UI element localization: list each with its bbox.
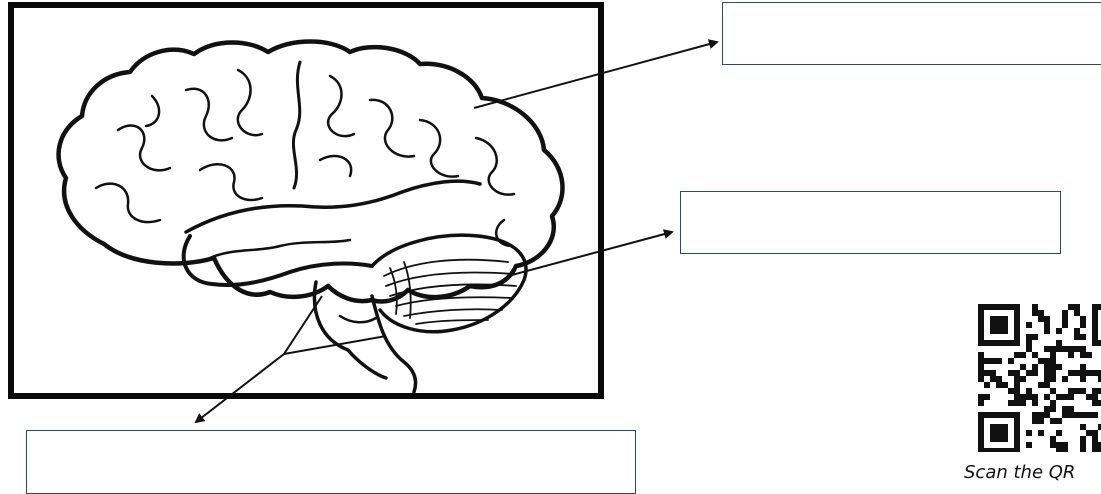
label-box-middle[interactable] (680, 191, 1061, 254)
brain-image-frame (8, 2, 604, 399)
label-box-upper[interactable] (722, 2, 1101, 65)
label-box-lower[interactable] (26, 430, 636, 494)
qr-code-icon[interactable] (970, 300, 1101, 452)
qr-caption: Scan the QR (964, 462, 1076, 483)
qr-code-graphic (978, 304, 1101, 452)
